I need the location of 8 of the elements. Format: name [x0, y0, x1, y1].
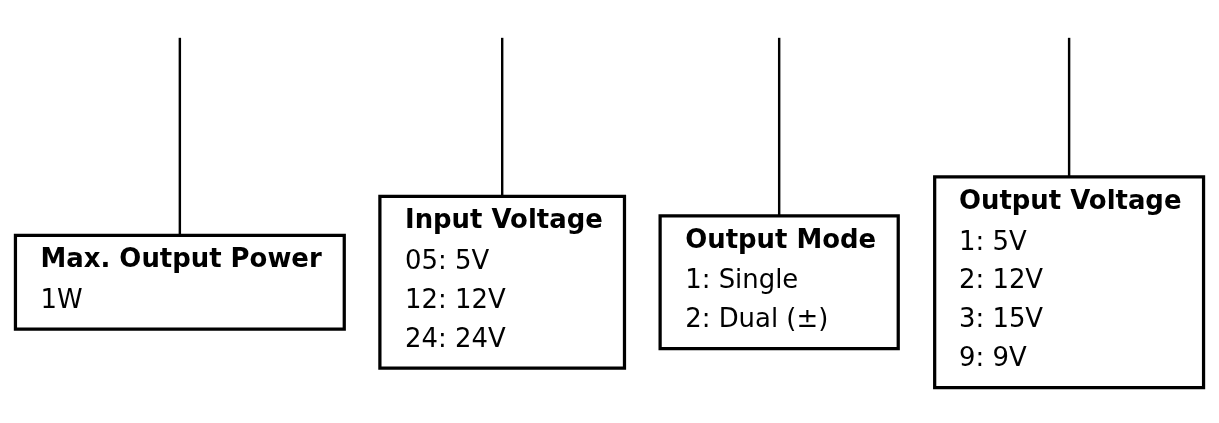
node-box: Input Voltage 05: 5V 12: 12V 24: 24V	[378, 194, 627, 370]
connector	[1067, 37, 1071, 177]
node-box: Output Mode 1: Single 2: Dual (±)	[658, 213, 900, 350]
connector	[178, 37, 182, 235]
node-box: Output Voltage 1: 5V 2: 12V 3: 15V 9: 9V	[933, 174, 1206, 389]
connector	[500, 37, 504, 196]
node-box: Max. Output Power 1W	[13, 233, 346, 331]
connector	[777, 37, 781, 215]
